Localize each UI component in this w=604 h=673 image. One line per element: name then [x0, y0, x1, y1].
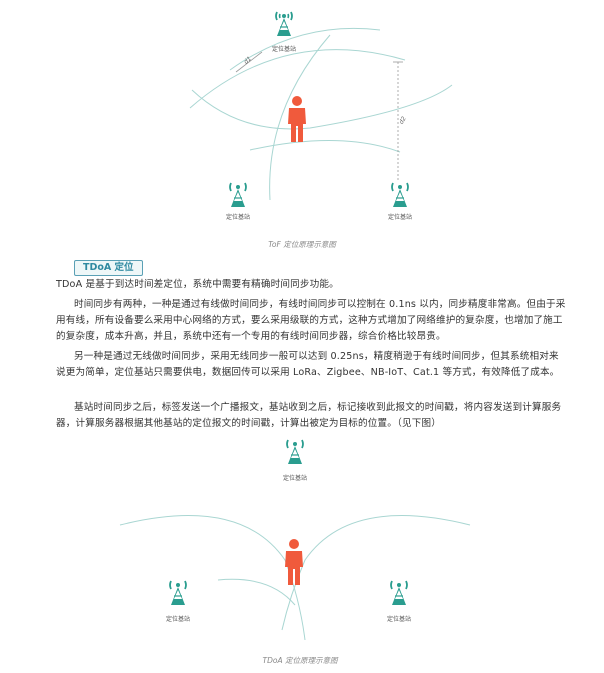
hyperbola-side	[217, 578, 296, 606]
base-station-icon	[286, 439, 304, 464]
range-arc-left-station	[191, 84, 453, 130]
paragraph-2: 时间同步有两种，一种是通过有线做时间同步，有线时间同步可以控制在 0.1ns 以…	[56, 299, 566, 342]
tof-diagram	[189, 27, 453, 201]
paragraph-3: 另一种是通过无线做时间同步，采用无线同步一般可以达到 0.25ns，精度稍逊于有…	[56, 351, 560, 378]
range-arc-right-lower	[249, 139, 401, 153]
tof-caption: ToF 定位原理示意图	[268, 240, 336, 249]
station-label-right: 定位基站	[387, 214, 413, 221]
station-label-right: 定位基站	[386, 616, 412, 623]
hyperbola-left	[119, 515, 306, 641]
station-label-left: 定位基站	[165, 616, 191, 623]
tdoa-caption: TDoA 定位原理示意图	[262, 656, 338, 665]
base-station-icon	[169, 580, 187, 605]
range-arc-right-station	[269, 34, 331, 201]
base-station-icon	[275, 11, 293, 36]
range-arc-top-station	[189, 49, 406, 109]
person-icon	[288, 96, 306, 142]
base-station-icon	[391, 182, 409, 207]
range-arc-top-upper	[229, 27, 381, 71]
paragraph-1: TDoA 是基于到达时间差定位，系统中需要有精确时间同步功能。	[56, 279, 339, 290]
base-station-icon	[229, 182, 247, 207]
distance-line-d1	[235, 51, 263, 73]
station-label-top: 定位基站	[282, 475, 308, 482]
hyperbola-right	[281, 515, 471, 631]
paragraph-4: 基站时间同步之后，标签发送一个广播报文，基站收到之后，标记接收到此报文的时间戳，…	[56, 402, 562, 429]
base-station-icon	[390, 580, 408, 605]
section-tag: TDoA 定位	[74, 260, 143, 276]
station-label-left: 定位基站	[225, 214, 251, 221]
person-icon	[285, 539, 303, 585]
tdoa-diagram	[119, 515, 471, 641]
station-label-top: 定位基站	[271, 46, 297, 53]
